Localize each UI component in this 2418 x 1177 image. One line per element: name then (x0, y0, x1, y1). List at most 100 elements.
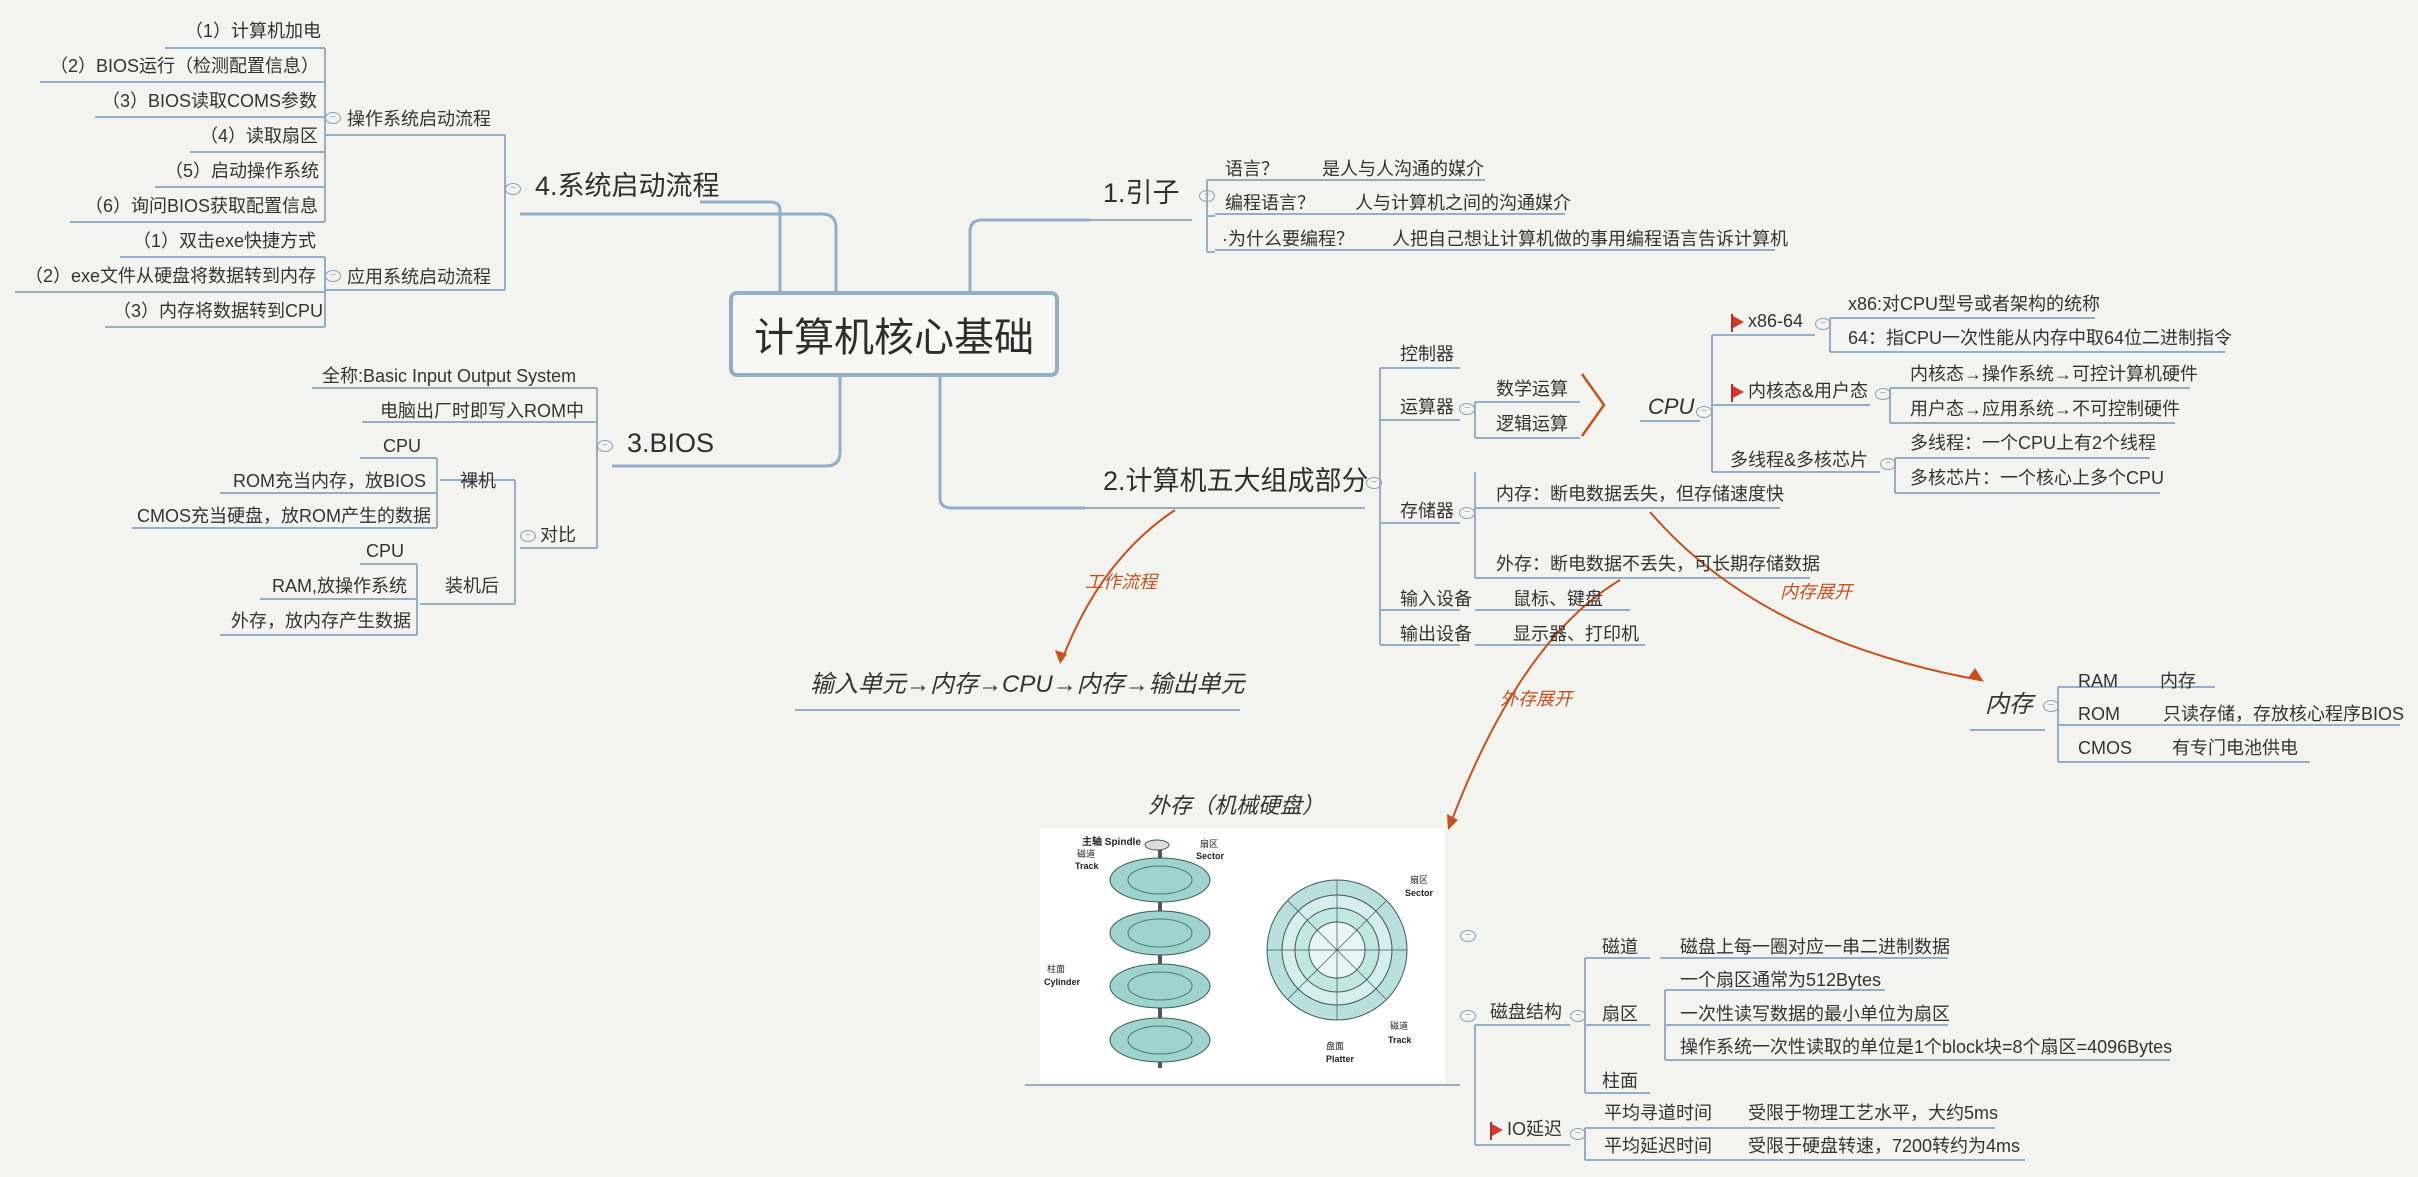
node-input[interactable]: 输入设备 (1400, 589, 1472, 609)
collapse-toggle[interactable]: − (1459, 507, 1475, 519)
assembled-cpu[interactable]: CPU (366, 541, 405, 561)
collapse-toggle[interactable]: − (1460, 1010, 1476, 1022)
bare-cpu[interactable]: CPU (383, 436, 422, 456)
central-topic[interactable]: 计算机核心基础 (729, 291, 1059, 377)
collapse-toggle[interactable]: − (1199, 190, 1215, 202)
cpu-group-mode[interactable]: 内核态&用户态 (1731, 382, 1868, 403)
mem-rom-value[interactable]: 只读存储，存放核心程序BIOS (2163, 704, 2405, 724)
collapse-toggle[interactable]: − (597, 440, 613, 452)
intro-label-2[interactable]: 编程语言？ (1225, 193, 1315, 213)
intro-label-1[interactable]: 语言？ (1225, 159, 1279, 179)
intro-value-1[interactable]: 是人与人沟通的媒介 (1322, 159, 1484, 179)
disk-track-label[interactable]: 磁道 (1602, 937, 1638, 957)
relation-mem-expand[interactable]: 内存展开 (1780, 582, 1852, 602)
disk-track-value[interactable]: 磁盘上每一圈对应一串二进制数据 (1680, 937, 1950, 957)
topic-boot[interactable]: 4.系统启动流程 (535, 171, 720, 201)
io-seek-label[interactable]: 平均寻道时间 (1604, 1103, 1712, 1123)
cpu-group-multi[interactable]: 多线程&多核芯片 (1730, 450, 1869, 470)
boot-os[interactable]: 操作系统启动流程 (347, 109, 491, 129)
collapse-toggle[interactable]: − (325, 270, 341, 282)
disk-sector-item-3[interactable]: 操作系统一次性读取的单位是1个block块=8个扇区=4096Bytes (1680, 1037, 2173, 1057)
bios-assembled[interactable]: 装机后 (445, 576, 499, 596)
cpu-x86-item-2[interactable]: 64：指CPU一次性能从内存中取64位二进制指令 (1848, 328, 2233, 348)
cpu-mode-item-1[interactable]: 内核态→操作系统→可控计算机硬件 (1910, 364, 2198, 384)
node-cpu[interactable]: CPU (1648, 394, 1695, 419)
os-step-4[interactable]: （4）读取扇区 (200, 126, 319, 146)
cpu-mode-item-2[interactable]: 用户态→应用系统→不可控制硬件 (1910, 399, 2180, 419)
io-latency-label[interactable]: 平均延迟时间 (1604, 1136, 1712, 1156)
node-alu[interactable]: 运算器 (1400, 397, 1454, 417)
collapse-toggle[interactable]: − (1570, 1128, 1586, 1140)
topic-disk[interactable]: 外存（机械硬盘） (1148, 793, 1325, 818)
mem-cmos-label[interactable]: CMOS (2078, 738, 2132, 758)
topic-intro[interactable]: 1.引子 (1103, 178, 1180, 208)
label-cylinder: Cylinder (1044, 977, 1081, 987)
os-step-2[interactable]: （2）BIOS运行（检测配置信息） (50, 56, 320, 76)
mem-ram-value[interactable]: 内存 (2160, 671, 2196, 691)
os-step-1[interactable]: （1）计算机加电 (185, 21, 322, 41)
collapse-toggle[interactable]: − (1696, 406, 1712, 418)
node-memory[interactable]: 存储器 (1400, 501, 1454, 521)
bios-compare[interactable]: 对比 (540, 525, 576, 545)
cpu-group-x86[interactable]: x86-64 (1731, 312, 1803, 333)
os-step-6[interactable]: （6）询问BIOS获取配置信息 (85, 196, 319, 216)
mem-cmos-value[interactable]: 有专门电池供电 (2172, 738, 2298, 758)
memory-ram[interactable]: 内存：断电数据丢失，但存储速度快 (1496, 484, 1784, 504)
collapse-toggle[interactable]: − (1815, 318, 1831, 330)
assembled-ram[interactable]: RAM,放操作系统 (272, 576, 407, 596)
io-latency-value[interactable]: 受限于硬盘转速，7200转约为4ms (1748, 1136, 2021, 1156)
disk-structure[interactable]: 磁盘结构 (1490, 1002, 1562, 1022)
bare-rom[interactable]: ROM充当内存，放BIOS (233, 471, 427, 491)
relation-ext-expand[interactable]: 外存展开 (1500, 689, 1572, 709)
app-step-1[interactable]: （1）双击exe快捷方式 (133, 231, 317, 251)
assembled-ext[interactable]: 外存，放内存产生数据 (231, 611, 411, 631)
collapse-toggle[interactable]: − (520, 530, 536, 542)
collapse-toggle[interactable]: − (1875, 388, 1891, 400)
collapse-toggle[interactable]: − (505, 183, 521, 195)
intro-value-2[interactable]: 人与计算机之间的沟通媒介 (1355, 193, 1571, 213)
disk-io[interactable]: IO延迟 (1490, 1120, 1562, 1141)
bios-rom[interactable]: 电脑出厂时即写入ROM中 (380, 401, 584, 421)
memory-ext[interactable]: 外存：断电数据不丢失，可长期存储数据 (1496, 554, 1820, 574)
os-step-5[interactable]: （5）启动操作系统 (165, 161, 320, 181)
collapse-toggle[interactable]: − (325, 112, 341, 124)
bios-fullname[interactable]: 全称:Basic Input Output System (322, 366, 577, 386)
mem-rom-label[interactable]: ROM (2078, 704, 2120, 724)
disk-sector-label[interactable]: 扇区 (1602, 1004, 1638, 1024)
mem-ram-label[interactable]: RAM (2078, 671, 2118, 691)
os-step-3[interactable]: （3）BIOS读取COMS参数 (102, 91, 318, 111)
collapse-toggle[interactable]: − (1460, 930, 1476, 942)
label-sector: Sector (1196, 851, 1225, 861)
app-step-2[interactable]: （2）exe文件从硬盘将数据转到内存 (25, 266, 317, 286)
collapse-toggle[interactable]: − (1570, 1010, 1586, 1022)
topic-memory[interactable]: 内存 (1985, 691, 2033, 718)
input-value[interactable]: 鼠标、键盘 (1513, 589, 1603, 609)
intro-label-3[interactable]: ·为什么要编程？ (1222, 229, 1354, 249)
collapse-toggle[interactable]: − (2043, 700, 2059, 712)
intro-value-3[interactable]: 人把自己想让计算机做的事用编程语言告诉计算机 (1392, 229, 1788, 249)
node-output[interactable]: 输出设备 (1400, 624, 1472, 644)
alu-logic[interactable]: 逻辑运算 (1496, 414, 1568, 434)
topic-five-parts[interactable]: 2.计算机五大组成部分 (1103, 466, 1369, 496)
io-seek-value[interactable]: 受限于物理工艺水平，大约5ms (1748, 1103, 1999, 1123)
node-controller[interactable]: 控制器 (1400, 344, 1454, 364)
app-step-3[interactable]: （3）内存将数据转到CPU (113, 301, 324, 321)
disk-sector-item-2[interactable]: 一次性读写数据的最小单位为扇区 (1680, 1004, 1950, 1024)
cpu-x86-item-1[interactable]: x86:对CPU型号或者架构的统称 (1848, 294, 2101, 314)
flow-text[interactable]: 输入单元→内存→CPU→内存→输出单元 (810, 671, 1245, 698)
bare-cmos[interactable]: CMOS充当硬盘，放ROM产生的数据 (137, 506, 431, 526)
disk-cylinder-label[interactable]: 柱面 (1602, 1071, 1638, 1091)
cpu-multi-item-2[interactable]: 多核芯片：一个核心上多个CPU (1910, 468, 2165, 488)
output-value[interactable]: 显示器、打印机 (1513, 624, 1639, 644)
collapse-toggle[interactable]: − (1880, 458, 1896, 470)
cpu-multi-item-1[interactable]: 多线程：一个CPU上有2个线程 (1910, 433, 2157, 453)
collapse-toggle[interactable]: − (1366, 477, 1382, 489)
topic-bios[interactable]: 3.BIOS (627, 428, 715, 458)
disk-sector-item-1[interactable]: 一个扇区通常为512Bytes (1680, 970, 1882, 990)
relation-flow[interactable]: 工作流程 (1085, 572, 1157, 592)
alu-math[interactable]: 数学运算 (1496, 379, 1568, 399)
collapse-toggle[interactable]: − (1459, 403, 1475, 415)
boot-app[interactable]: 应用系统启动流程 (347, 267, 491, 287)
bios-bare[interactable]: 裸机 (460, 471, 496, 491)
